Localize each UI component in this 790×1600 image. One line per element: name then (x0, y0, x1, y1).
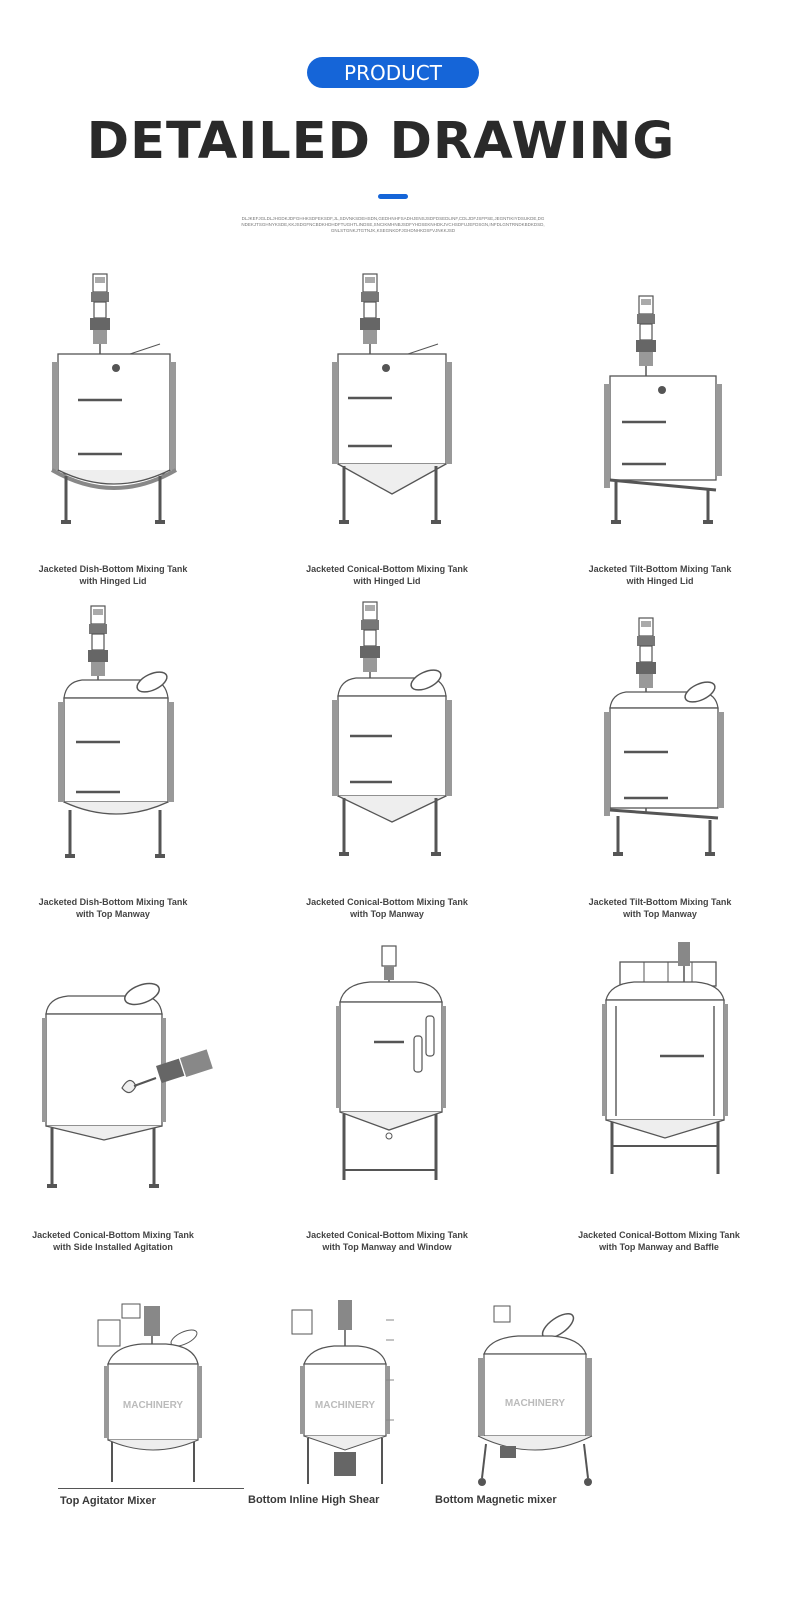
tank-drawing-top-agitator: MACHINERY (94, 1300, 210, 1490)
tank-drawing-tilt-hinged (596, 294, 736, 530)
tank-drawing-dish-manway (42, 602, 192, 864)
section-description: DLJKEFJGLDLJHGDKJDFGHHKSDFEKSDF,JL,SDVNK… (241, 216, 545, 233)
caption-conical-manway: Jacketed Conical-Bottom Mixing Tank with… (292, 896, 482, 920)
machinery-watermark: MACHINERY (505, 1398, 566, 1409)
tank-drawing-window (330, 944, 456, 1188)
tank-drawing-dish-hinged (42, 270, 192, 532)
tank-drawing-conical-hinged (318, 270, 468, 532)
caption-inline-high-shear: Bottom Inline High Shear (248, 1494, 380, 1506)
caption-dish-hinged: Jacketed Dish-Bottom Mixing Tank with Hi… (20, 563, 206, 587)
caption-magnetic: Bottom Magnetic mixer (435, 1494, 557, 1506)
caption-line2: with Hinged Lid (626, 576, 694, 586)
title-divider (378, 194, 408, 199)
drawing-baseline (58, 1488, 244, 1489)
caption-line2: with Top Manway (76, 909, 150, 919)
caption-line1: Jacketed Conical-Bottom Mixing Tank (306, 1230, 468, 1240)
caption-line1: Jacketed Conical-Bottom Mixing Tank (306, 564, 468, 574)
caption-line2: with Top Manway (350, 909, 424, 919)
caption-line2: with Top Manway and Baffle (599, 1242, 719, 1252)
caption-tilt-hinged: Jacketed Tilt-Bottom Mixing Tank with Hi… (574, 563, 746, 587)
caption-baffle: Jacketed Conical-Bottom Mixing Tank with… (566, 1229, 752, 1253)
tank-drawing-tilt-manway (596, 616, 736, 860)
caption-window: Jacketed Conical-Bottom Mixing Tank with… (292, 1229, 482, 1253)
caption-line1: Jacketed Conical-Bottom Mixing Tank (32, 1230, 194, 1240)
caption-line2: with Side Installed Agitation (53, 1242, 173, 1252)
tank-drawing-baffle (600, 940, 730, 1180)
machinery-watermark: MACHINERY (123, 1400, 184, 1411)
caption-line1: Jacketed Conical-Bottom Mixing Tank (306, 897, 468, 907)
tank-drawing-magnetic: MACHINERY (470, 1298, 600, 1490)
caption-side-agitation: Jacketed Conical-Bottom Mixing Tank with… (16, 1229, 210, 1253)
caption-conical-hinged: Jacketed Conical-Bottom Mixing Tank with… (292, 563, 482, 587)
page-title: DETAILED DRAWING (86, 112, 676, 171)
caption-line2: with Top Manway and Window (322, 1242, 452, 1252)
caption-dish-manway: Jacketed Dish-Bottom Mixing Tank with To… (20, 896, 206, 920)
tank-drawing-conical-manway (318, 600, 468, 864)
caption-tilt-manway: Jacketed Tilt-Bottom Mixing Tank with To… (574, 896, 746, 920)
caption-line1: Jacketed Dish-Bottom Mixing Tank (38, 897, 188, 907)
caption-line2: with Top Manway (623, 909, 697, 919)
caption-top-agitator: Top Agitator Mixer (60, 1495, 156, 1507)
caption-line2: with Hinged Lid (79, 576, 147, 586)
tank-drawing-side-agitation (38, 970, 214, 1196)
machinery-watermark: MACHINERY (315, 1400, 376, 1411)
caption-line1: Jacketed Tilt-Bottom Mixing Tank (588, 897, 732, 907)
caption-line2: with Hinged Lid (353, 576, 421, 586)
caption-line1: Jacketed Dish-Bottom Mixing Tank (38, 564, 188, 574)
product-badge: PRODUCT (307, 57, 479, 88)
caption-line1: Jacketed Tilt-Bottom Mixing Tank (588, 564, 732, 574)
tank-drawing-inline-high-shear: MACHINERY (290, 1300, 400, 1490)
caption-line1: Jacketed Conical-Bottom Mixing Tank (578, 1230, 740, 1240)
